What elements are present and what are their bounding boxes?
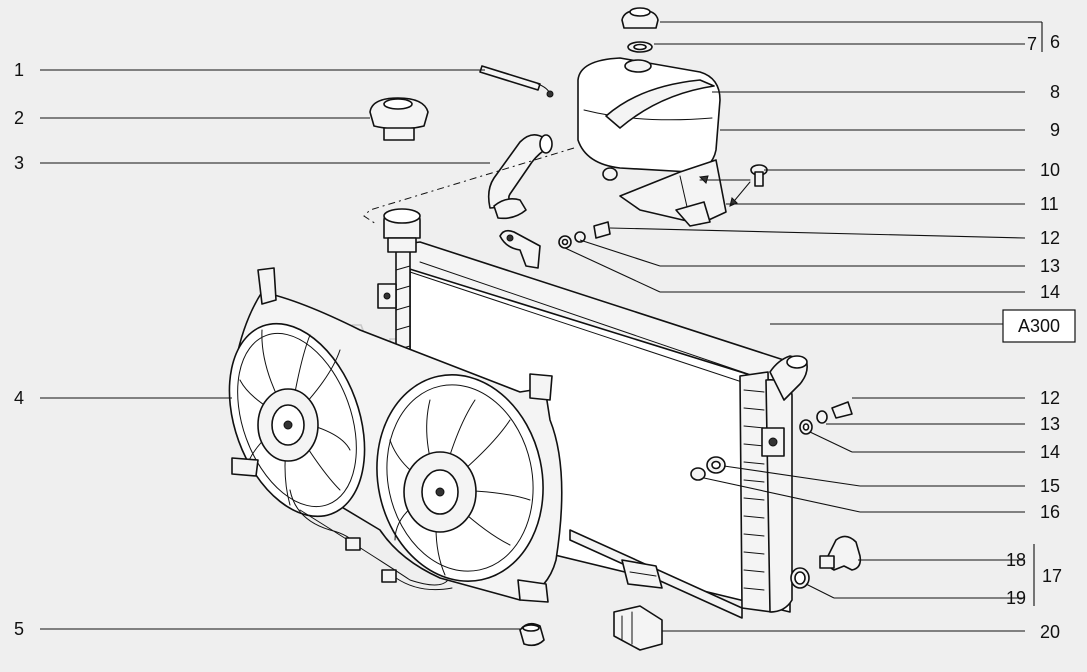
callout-9: 9 [1050,120,1060,140]
callout-16: 16 [1040,502,1060,522]
washer-13b-top [574,231,586,243]
callout-15: 15 [1040,476,1060,496]
callout-14-right: 14 [1040,442,1060,462]
rubber-mount [613,605,663,651]
sensor-wire [479,65,554,98]
washer-13-right [816,410,828,424]
reference-box [1002,309,1076,343]
callout-18: 18 [1006,550,1026,570]
callout-10: 10 [1040,160,1060,180]
screw-10 [750,164,768,187]
bracket-14 [499,229,541,269]
assembly-line [363,147,575,225]
bushing-15 [706,456,726,474]
tank-bracket [619,159,727,227]
bolt-12-right [831,401,853,419]
washer-13-top [558,235,572,249]
callout-17: 17 [1042,566,1062,586]
drain-plug [819,535,862,571]
callout-5: 5 [14,619,24,639]
callout-13-right: 13 [1040,414,1060,434]
grommet [519,622,545,647]
callout-12-right: 12 [1040,388,1060,408]
filler-cap [621,7,659,29]
callout-13-top: 13 [1040,256,1060,276]
bushing-16 [690,467,706,481]
o-ring [790,567,810,589]
callout-labels: 1 2 3 4 5 6 7 8 9 10 11 12 13 14 12 13 1… [14,32,1062,642]
callout-11: 11 [1040,194,1059,214]
callout-2: 2 [14,108,24,128]
overflow-hose [487,134,553,220]
leader-lines [40,21,1043,632]
expansion-tank [577,57,721,181]
seal-ring [627,41,653,53]
bolt-12-top [593,221,611,239]
fan-assembly [228,267,563,603]
callout-20: 20 [1040,622,1060,642]
callout-19: 19 [1006,588,1026,608]
radiator-cap [369,97,429,141]
reference-label: A300 [1018,316,1060,336]
callout-14-top: 14 [1040,282,1060,302]
washer-14-right [799,419,813,435]
callout-12-top: 12 [1040,228,1060,248]
callout-4: 4 [14,388,24,408]
callout-8: 8 [1050,82,1060,102]
callout-1: 1 [14,60,24,80]
callout-7: 7 [1027,34,1037,54]
callout-3: 3 [14,153,24,173]
callout-6: 6 [1050,32,1060,52]
